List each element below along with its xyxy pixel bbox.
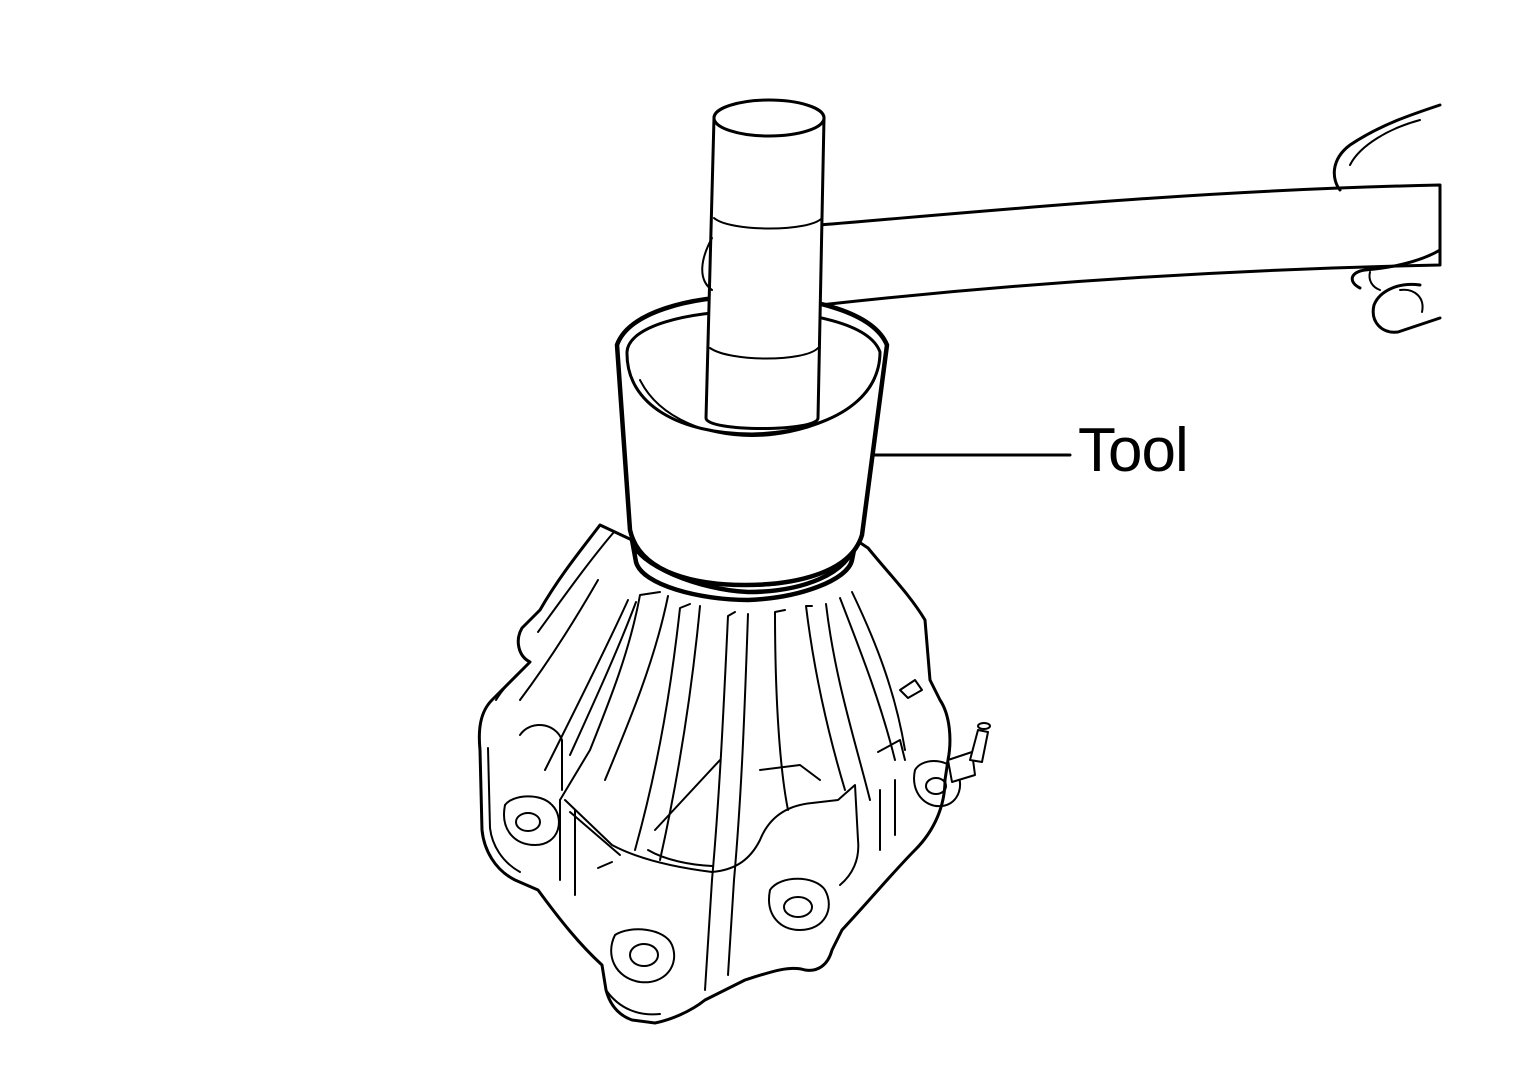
installer-tool (614, 98, 890, 603)
housing (477, 523, 991, 1025)
driver-handle (818, 103, 1442, 334)
seal-ring (629, 537, 859, 603)
tool-callout-label: Tool (1078, 416, 1189, 485)
driver-shaft (704, 99, 826, 430)
handle-bar (818, 183, 1442, 307)
